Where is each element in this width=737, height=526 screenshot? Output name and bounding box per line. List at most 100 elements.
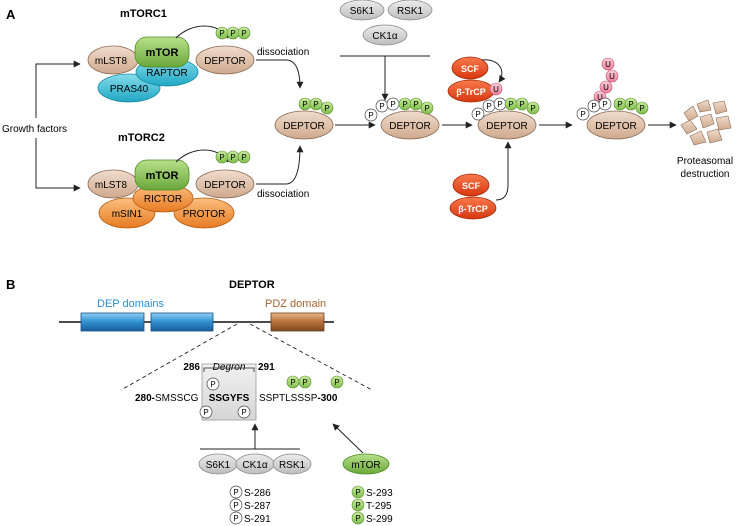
svg-text:P: P bbox=[497, 100, 502, 109]
svg-text:P: P bbox=[519, 100, 524, 109]
deptor-node-free bbox=[274, 110, 334, 140]
svg-text:SCF: SCF bbox=[462, 181, 481, 191]
svg-text:P: P bbox=[402, 100, 407, 109]
svg-text:P: P bbox=[617, 100, 622, 109]
dissociation-arrow-1 bbox=[256, 59, 304, 89]
dep-domains-label: DEP domains bbox=[97, 298, 165, 310]
svg-text:P: P bbox=[324, 104, 329, 113]
mtor-label-c2: mTOR bbox=[146, 170, 179, 182]
svg-text:P: P bbox=[355, 488, 360, 497]
btrcp-node-bottom bbox=[449, 196, 497, 220]
site-t295: T-295 bbox=[366, 501, 392, 512]
pras40-label: PRAS40 bbox=[110, 84, 149, 95]
mlst8-label-c1: mLST8 bbox=[95, 56, 128, 67]
mtorc1-complex: PRAS40 RAPTOR mLST8 DEPTOR mTOR P P P bbox=[87, 25, 255, 103]
svg-text:P: P bbox=[302, 100, 307, 109]
site-s286: S-286 bbox=[244, 488, 271, 499]
pos-291: 291 bbox=[258, 362, 275, 373]
sequence-line: 280-SMSSCG bbox=[135, 393, 199, 404]
dissociation-label-1: dissociation bbox=[257, 47, 309, 58]
svg-text:U: U bbox=[609, 72, 615, 81]
svg-text:P: P bbox=[334, 378, 339, 387]
svg-text:P: P bbox=[424, 104, 429, 113]
svg-text:RSK1: RSK1 bbox=[279, 460, 306, 471]
mtor-node-b bbox=[342, 453, 390, 475]
kinase-group-a: S6K1 RSK1 CK1α bbox=[339, 0, 433, 46]
svg-text:mTOR: mTOR bbox=[351, 460, 380, 471]
sites-right: P S-293 P T-295 P S-299 bbox=[351, 485, 393, 525]
site-s291: S-291 bbox=[244, 514, 271, 525]
svg-text:P: P bbox=[210, 380, 215, 389]
dep-domain-2 bbox=[150, 312, 214, 332]
degron-bracket bbox=[203, 367, 255, 372]
svg-text:P: P bbox=[580, 110, 585, 119]
scf-recruit-arrow bbox=[495, 141, 512, 201]
svg-text:P: P bbox=[219, 153, 224, 162]
svg-text:P: P bbox=[233, 501, 238, 510]
svg-text:P: P bbox=[241, 29, 246, 38]
growth-factors-label: Growth factors bbox=[2, 124, 67, 135]
mtor-label-c1: mTOR bbox=[146, 47, 179, 59]
zoom-line-left bbox=[120, 323, 238, 391]
svg-text:P: P bbox=[475, 110, 480, 119]
svg-text:P: P bbox=[379, 102, 384, 111]
svg-text:P: P bbox=[530, 104, 535, 113]
proteasomal-label-1: Proteasomal bbox=[677, 156, 733, 167]
mtorc2-label: mTORC2 bbox=[118, 132, 165, 144]
panel-b-label: B bbox=[6, 277, 15, 292]
svg-text:P: P bbox=[203, 408, 208, 417]
svg-text:P: P bbox=[508, 100, 513, 109]
phospho-deptor: DEPTOR P P P P P P bbox=[364, 97, 440, 140]
svg-text:CK1α: CK1α bbox=[372, 31, 397, 42]
free-deptor: DEPTOR P P P bbox=[274, 97, 334, 140]
mtor-node-c1 bbox=[134, 36, 190, 68]
deptor-label-c2: DEPTOR bbox=[204, 180, 246, 191]
svg-text:P: P bbox=[355, 501, 360, 510]
svg-text:P: P bbox=[302, 378, 307, 387]
svg-text:P: P bbox=[233, 488, 238, 497]
scf-bound-deptor: SCF β-TrCP U DEPTOR P P P P P P bbox=[447, 56, 540, 140]
scf-free: SCF β-TrCP bbox=[449, 173, 497, 220]
zoom-line-right bbox=[249, 323, 373, 391]
deptor-domain-title: DEPTOR bbox=[229, 279, 275, 291]
mtor-arrow-b bbox=[332, 423, 364, 454]
proteasomal-label-2: destruction bbox=[681, 169, 730, 180]
rsk1-node-a bbox=[387, 0, 433, 21]
rsk1-node-b bbox=[272, 453, 312, 475]
scf-node-top bbox=[451, 56, 489, 80]
svg-text:U: U bbox=[597, 93, 603, 102]
svg-text:P: P bbox=[230, 29, 235, 38]
sequence-after: SSPTLSSSP-300 bbox=[259, 393, 338, 404]
svg-text:P: P bbox=[368, 111, 373, 120]
degron-label: Degron bbox=[213, 362, 246, 373]
kinase-group-b: S6K1 CK1α RSK1 bbox=[198, 453, 312, 475]
deptor-label-c1: DEPTOR bbox=[204, 56, 246, 67]
svg-text:P: P bbox=[390, 100, 395, 109]
raptor-label: RAPTOR bbox=[146, 68, 188, 79]
s6k1-node-a bbox=[339, 0, 385, 21]
rictor-label: RICTOR bbox=[144, 194, 182, 205]
svg-text:RSK1: RSK1 bbox=[397, 6, 424, 17]
svg-text:P: P bbox=[486, 102, 491, 111]
svg-text:S6K1: S6K1 bbox=[350, 6, 375, 17]
sites-left: P S-286 P S-287 P S-291 bbox=[229, 485, 271, 525]
svg-text:P: P bbox=[241, 153, 246, 162]
panel-a-label: A bbox=[6, 7, 16, 22]
growth-factors-bracket bbox=[35, 60, 81, 118]
msin1-label: mSIN1 bbox=[112, 209, 143, 220]
svg-text:P: P bbox=[639, 104, 644, 113]
svg-text:P: P bbox=[413, 100, 418, 109]
pdz-domain bbox=[270, 312, 325, 332]
mtorc1-label: mTORC1 bbox=[120, 8, 167, 20]
mlst8-label-c2: mLST8 bbox=[95, 180, 128, 191]
svg-text:S6K1: S6K1 bbox=[206, 460, 231, 471]
svg-text:U: U bbox=[493, 85, 499, 94]
site-s299: S-299 bbox=[366, 514, 393, 525]
mtor-node-c2 bbox=[134, 159, 190, 191]
svg-text:P: P bbox=[230, 153, 235, 162]
svg-text:CK1α: CK1α bbox=[242, 460, 267, 471]
svg-text:β-TrCP: β-TrCP bbox=[458, 204, 488, 214]
svg-text:P: P bbox=[290, 378, 295, 387]
growth-factors-bracket-lower bbox=[35, 138, 81, 192]
